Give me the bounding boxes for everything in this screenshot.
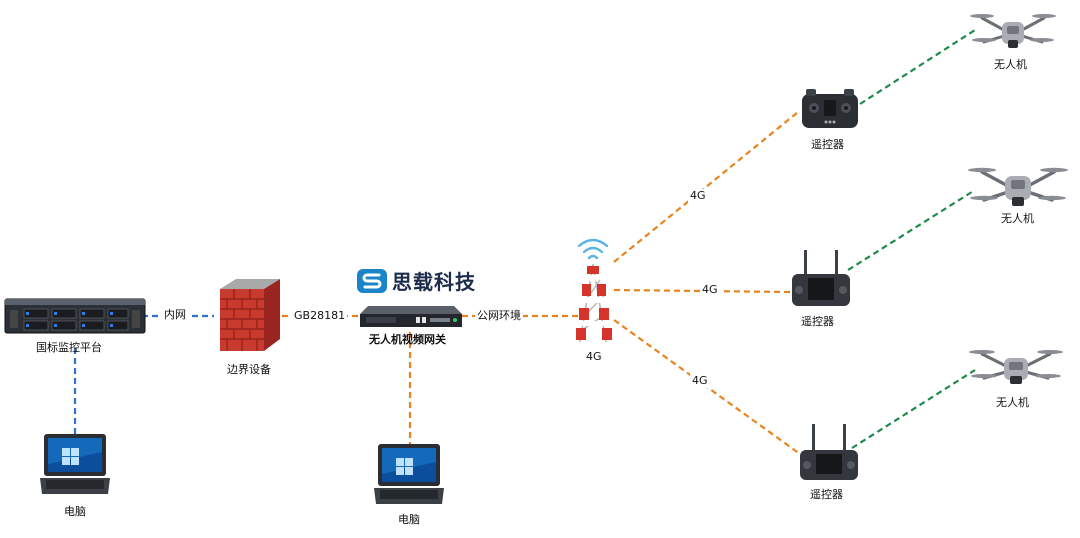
remote-controller-icon: [802, 89, 858, 128]
laptop-icon: [40, 434, 110, 494]
gateway-label: 无人机视频网关: [369, 333, 446, 346]
firewall-label: 边界设备: [227, 363, 271, 376]
drone-icon: [969, 350, 1063, 384]
link-label-public-net: 公网环境: [475, 309, 523, 323]
link-label-intranet: 内网: [162, 308, 188, 322]
link-label-4g-bottom: 4G: [690, 374, 710, 388]
tower-label: 4G: [586, 350, 602, 363]
brand-name: 思载科技: [392, 270, 476, 294]
laptop-icon: [374, 444, 444, 504]
link-label-4g-mid: 4G: [700, 283, 720, 297]
drone-bottom-label: 无人机: [996, 396, 1029, 409]
link-rc-bottom-drone: [851, 369, 976, 449]
drone-icon: [970, 14, 1056, 48]
link-rc-top-drone: [859, 29, 976, 105]
pc-left-label: 电脑: [64, 505, 86, 518]
remote-controller-icon: [792, 250, 850, 306]
video-gateway-device-icon: [360, 306, 462, 327]
firewall-icon: [220, 279, 280, 351]
pc-center-label: 电脑: [398, 513, 420, 526]
link-label-4g-top: 4G: [688, 189, 708, 203]
brand-logo: 思载科技: [356, 266, 476, 295]
drone-icon: [968, 167, 1068, 206]
link-tower-rc-top: [613, 111, 799, 263]
drone-mid-label: 无人机: [1001, 212, 1034, 225]
rc-mid-label: 遥控器: [801, 315, 834, 328]
server-rack-icon: [4, 298, 146, 334]
platform-label: 国标监控平台: [36, 341, 102, 354]
link-label-gb28181: GB28181: [292, 309, 348, 323]
drone-top-label: 无人机: [994, 58, 1027, 71]
remote-controller-icon: [800, 424, 858, 480]
link-rc-mid-drone: [847, 189, 976, 271]
cell-tower-icon: [576, 238, 612, 343]
rc-top-label: 遥控器: [811, 138, 844, 151]
brand-s-icon: [357, 268, 387, 293]
rc-bottom-label: 遥控器: [810, 488, 843, 501]
